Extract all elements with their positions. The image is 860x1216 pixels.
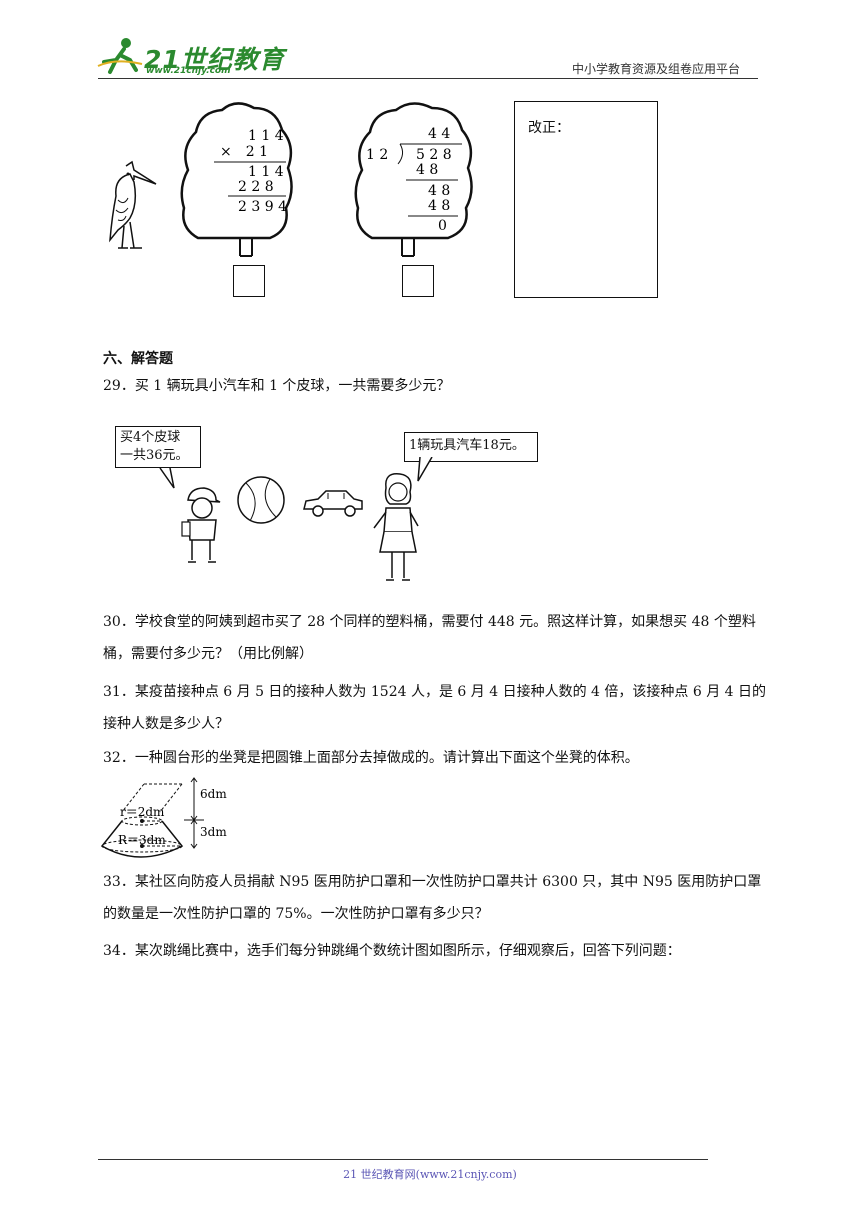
girl-figure-icon bbox=[373, 473, 419, 581]
question-33: 33．某社区向防疫人员捐献 N95 医用防护口罩和一次性防护口罩共计 6300 … bbox=[103, 874, 762, 922]
correction-label: 改正： bbox=[528, 120, 570, 136]
question-31: 31．某疫苗接种点 6 月 5 日的接种人数为 1524 人，是 6 月 4 日… bbox=[103, 684, 766, 732]
frustum-diagram: r＝2dm R＝3dm 6dm 3dm bbox=[100, 777, 227, 858]
runner-logo-icon bbox=[97, 38, 143, 74]
answer-box-2[interactable] bbox=[402, 265, 434, 297]
footer-divider bbox=[98, 1159, 708, 1160]
logo-url: www.21cnjy.com bbox=[146, 66, 231, 76]
header-platform-text: 中小学教育资源及组卷应用平台 bbox=[572, 62, 741, 76]
correction-box[interactable] bbox=[514, 101, 658, 298]
question-29: 29．买 1 辆玩具小汽车和 1 个皮球，一共需要多少元？ bbox=[103, 378, 451, 394]
question-34: 34．某次跳绳比赛中，选手们每分钟跳绳个数统计图如图所示，仔细观察后，回答下列问… bbox=[103, 943, 681, 959]
woodpecker-icon bbox=[109, 160, 157, 249]
boy-figure-icon bbox=[181, 487, 221, 563]
tree2-line2: 4 8 bbox=[428, 183, 450, 199]
boy-speech-bubble: 买4个皮球 一共36元。 bbox=[115, 426, 201, 468]
section-title: 六、解答题 bbox=[103, 351, 173, 367]
tree1-result: 2 3 9 4 bbox=[238, 199, 287, 215]
question-30: 30．学校食堂的阿姨到超市买了 28 个同样的塑料桶，需要付 448 元。照这样… bbox=[103, 614, 756, 662]
answer-box-1[interactable] bbox=[233, 265, 265, 297]
tree1-line1: 1 1 4 bbox=[248, 128, 284, 144]
boy-bubble-line2: 一共36元。 bbox=[120, 448, 189, 463]
boy-bubble-tail bbox=[159, 468, 175, 489]
cone-large-radius-label: R＝3dm bbox=[118, 833, 166, 847]
logo-text: 21世纪教育 bbox=[144, 45, 285, 74]
girl-bubble-tail bbox=[417, 457, 433, 482]
cone-bottom-height-label: 3dm bbox=[200, 825, 227, 839]
tree1-line3: 1 1 4 bbox=[248, 164, 284, 180]
tree-multiplication: 1 1 4 × 2 1 1 1 4 2 2 8 2 3 9 4 bbox=[180, 102, 293, 257]
tree2-quotient: 4 4 bbox=[428, 126, 450, 142]
cone-top-height-label: 6dm bbox=[200, 787, 227, 801]
tree2-line1: 4 8 bbox=[416, 162, 438, 178]
boy-bubble-line1: 买4个皮球 bbox=[120, 430, 181, 445]
question-32: 32．一种圆台形的坐凳是把圆锥上面部分去掉做成的。请计算出下面这个坐凳的体积。 bbox=[103, 750, 639, 766]
footer-text: 21 世纪教育网(www.21cnjy.com) bbox=[343, 1168, 517, 1181]
tree2-remainder: 0 bbox=[438, 218, 447, 234]
ball-icon bbox=[237, 476, 285, 524]
tree1-line4: 2 2 8 bbox=[238, 179, 274, 195]
toy-car-icon bbox=[303, 490, 363, 517]
cone-small-radius-label: r＝2dm bbox=[120, 805, 165, 819]
header-divider bbox=[98, 78, 758, 79]
tree-division: 4 4 1 2 5 2 8 4 8 4 8 4 8 0 bbox=[354, 102, 473, 257]
tree2-dividend: 5 2 8 bbox=[416, 147, 452, 163]
tree2-line3: 4 8 bbox=[428, 198, 450, 214]
tree2-divisor: 1 2 bbox=[366, 147, 388, 163]
tree1-line2: × 2 1 bbox=[220, 144, 268, 160]
logo bbox=[96, 36, 146, 76]
